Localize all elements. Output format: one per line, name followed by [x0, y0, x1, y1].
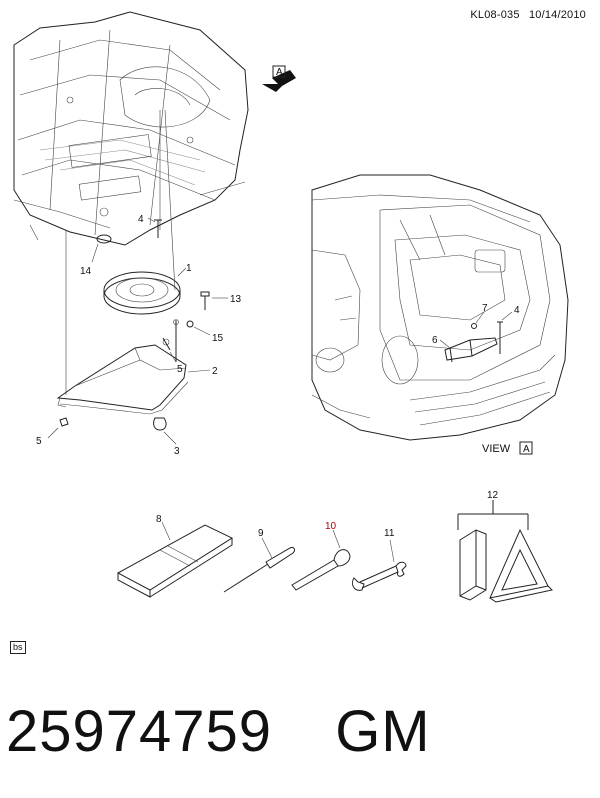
- tool-bag: [116, 524, 234, 598]
- callout-5-left: 5: [36, 436, 42, 447]
- callout-15: 15: [212, 333, 224, 344]
- callout-5-center: 5: [177, 364, 183, 375]
- jack-handle: [223, 547, 295, 593]
- fastener-15: [186, 320, 194, 328]
- callout-8: 8: [156, 514, 162, 525]
- diagram-date: 10/14/2010: [528, 9, 586, 21]
- view-caption-letter: A: [523, 444, 530, 455]
- wheel-bolt: [200, 291, 210, 310]
- callout-4-left: 4: [138, 214, 144, 225]
- callout-2: 2: [212, 366, 218, 377]
- spare-tire-bracket: [56, 319, 189, 415]
- retainer-bolt-right: [497, 321, 503, 354]
- callout-12: 12: [487, 490, 499, 501]
- callout-11: 11: [384, 528, 395, 539]
- grommet-ring: [96, 234, 112, 244]
- view-a-arrow: [262, 65, 296, 92]
- callout-14: 14: [80, 266, 92, 277]
- callout-3: 3: [174, 446, 180, 457]
- view-arrow-letter: A: [276, 67, 283, 78]
- view-caption: VIEW: [482, 443, 511, 455]
- brand-label: GM: [335, 699, 431, 764]
- warning-triangle-kit: [457, 500, 554, 603]
- spare-wheel: [103, 271, 181, 315]
- parts-diagram: 4 14 1 13 15 2: [13, 11, 569, 603]
- wheel-wrench: [291, 549, 351, 591]
- clip-5-center: [162, 337, 171, 351]
- callout-7: 7: [482, 303, 488, 314]
- callout-6: 6: [432, 335, 438, 346]
- underbody-illustration: [13, 11, 249, 246]
- open-end-wrench: [351, 561, 407, 591]
- callout-13: 13: [230, 294, 242, 305]
- callout-10: 10: [325, 521, 337, 532]
- callout-9: 9: [258, 528, 264, 539]
- diagram-code: KL08-035: [470, 9, 520, 21]
- rear-vehicle-view: [311, 174, 569, 441]
- jack-in-view: [444, 337, 498, 363]
- callout-4-right: 4: [514, 305, 520, 316]
- diagram-header: KL08-035 10/14/2010: [470, 9, 586, 21]
- nut-5-left: [59, 417, 69, 427]
- strap-3: [153, 417, 167, 431]
- fastener-7: [471, 323, 477, 329]
- part-number: 25974759: [6, 699, 273, 764]
- retainer-bolt-left: [154, 219, 162, 238]
- part-number-line: 25974759 GM: [6, 700, 431, 764]
- callout-1: 1: [186, 263, 192, 274]
- bs-tag: bs: [10, 641, 26, 654]
